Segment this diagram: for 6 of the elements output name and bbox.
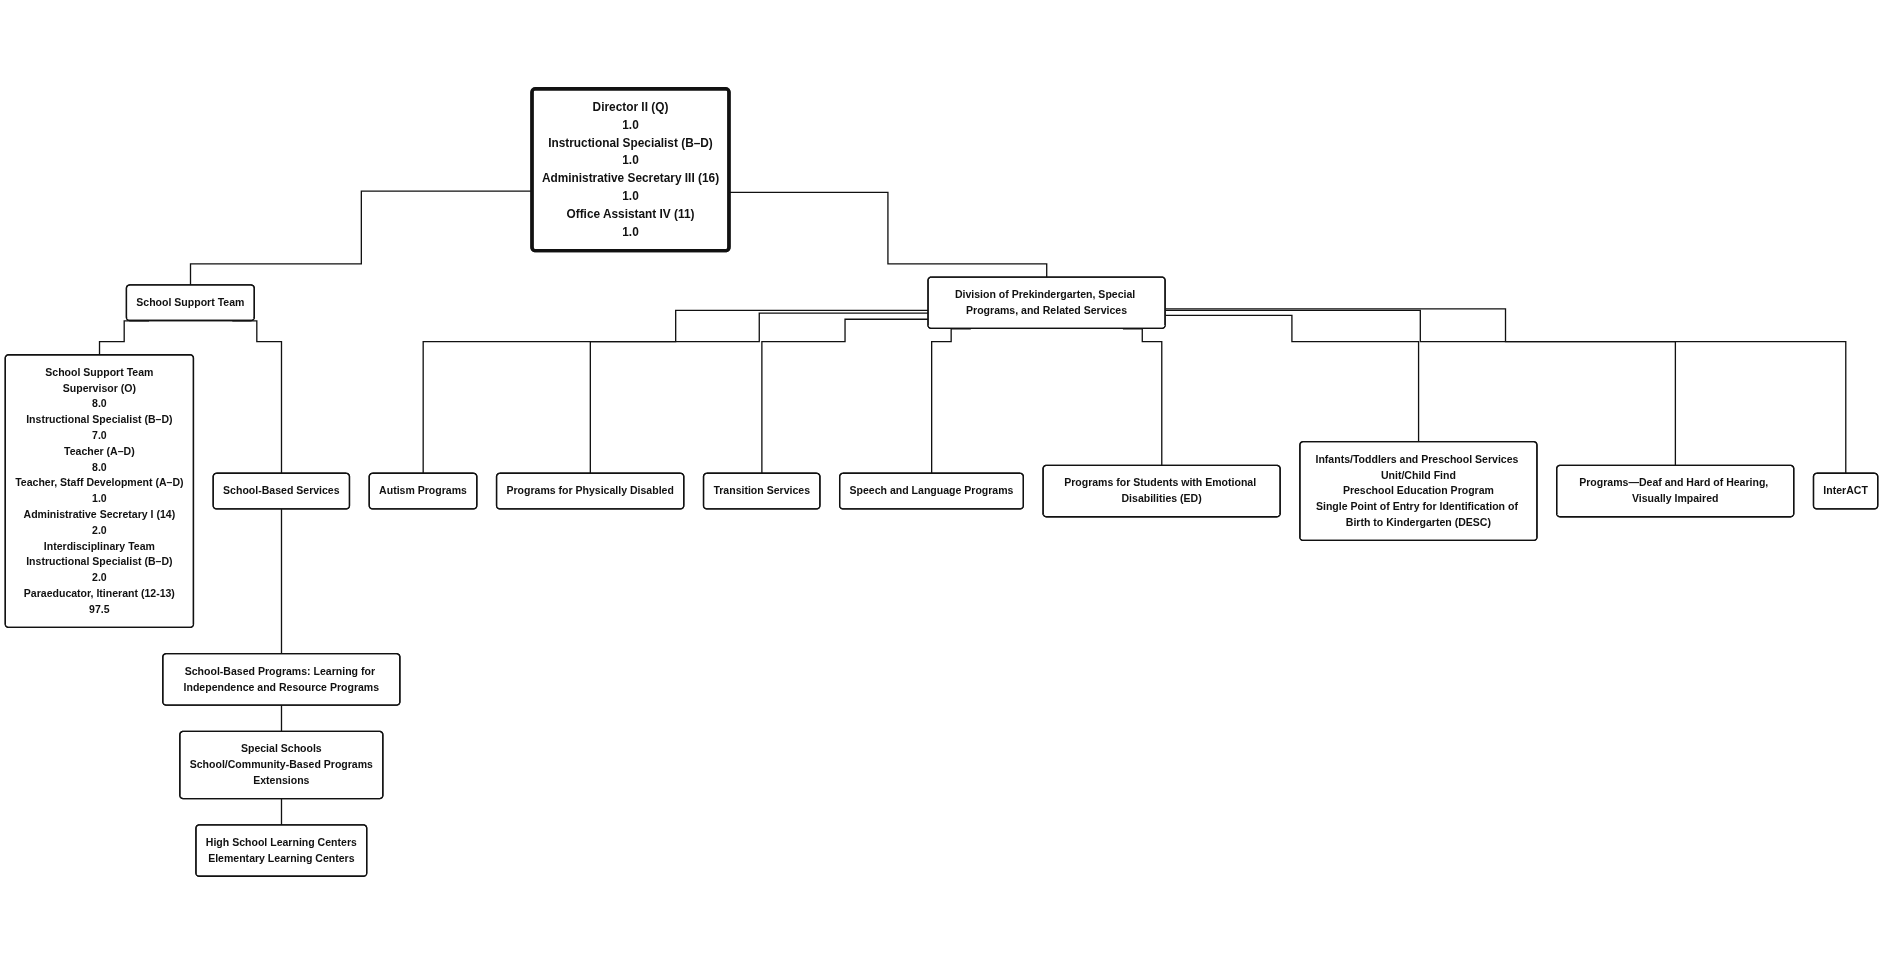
connector [422, 309, 929, 475]
connector [589, 312, 929, 475]
connector [280, 508, 283, 655]
connector [761, 318, 929, 475]
connector [280, 704, 283, 733]
connector [280, 798, 283, 826]
